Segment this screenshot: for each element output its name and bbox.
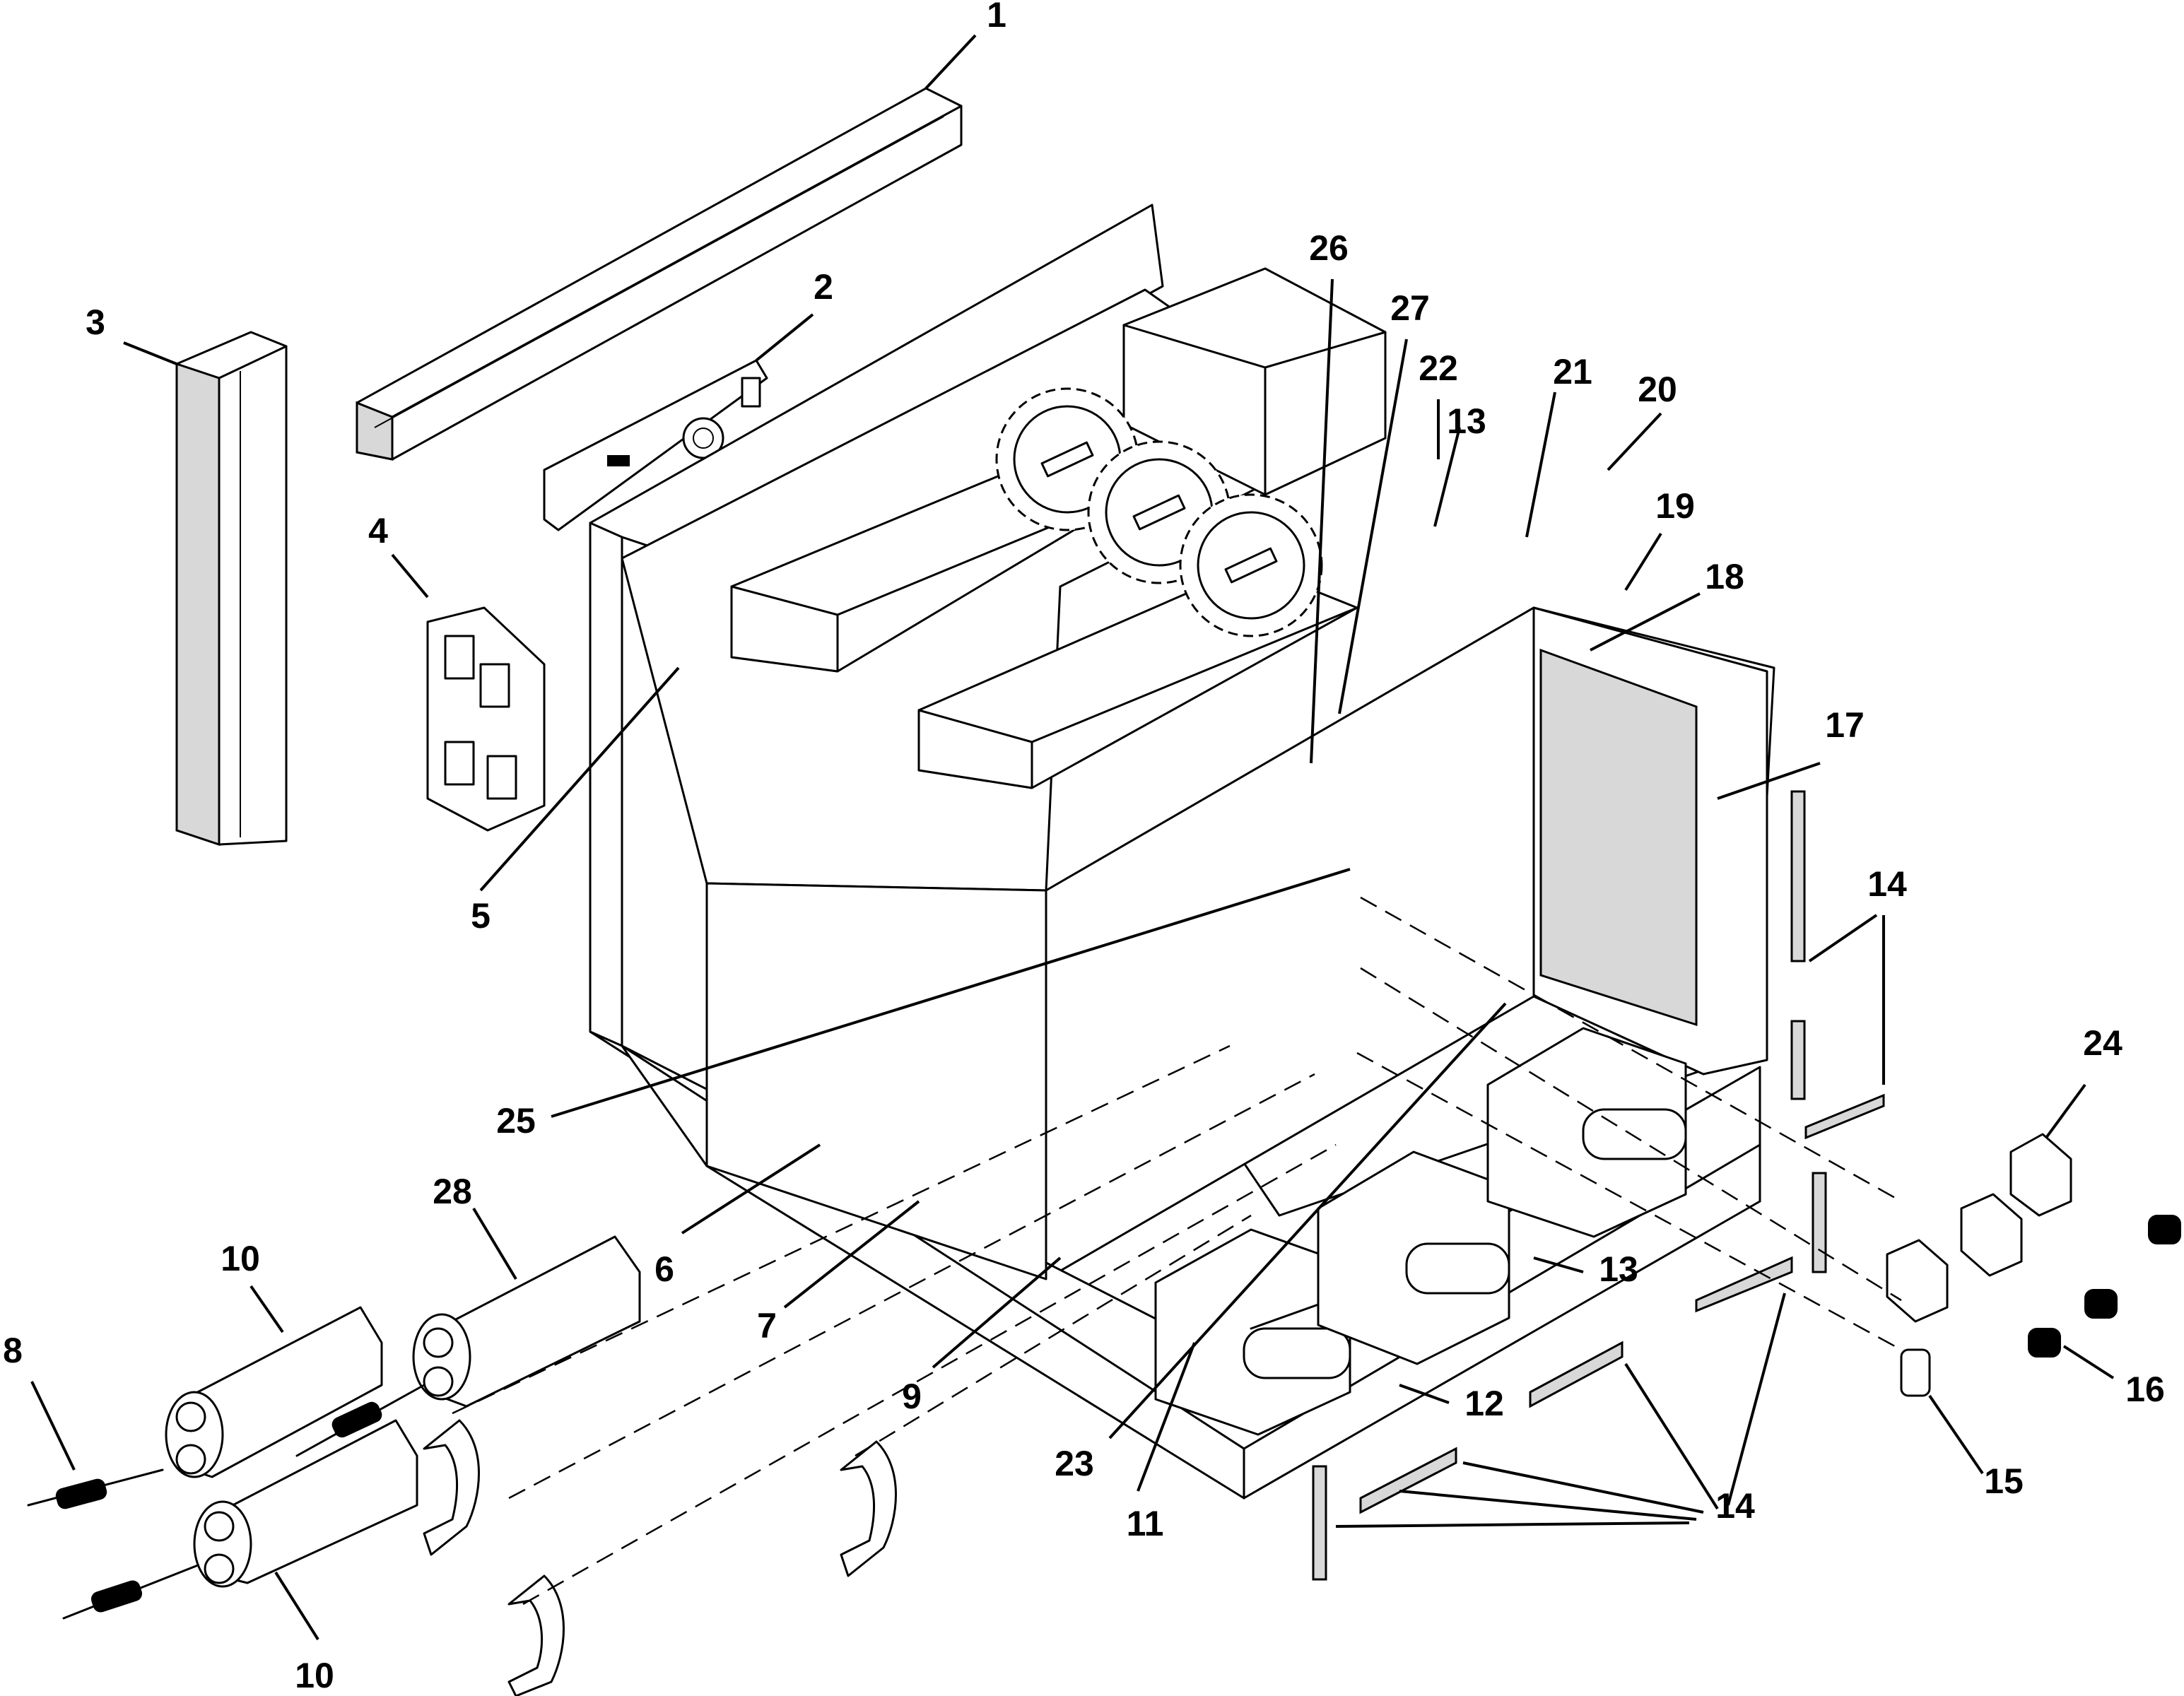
part-2-control-bracket	[543, 359, 768, 531]
magnetron-box	[1122, 267, 1387, 496]
part-10-capacitor-lower	[193, 1419, 418, 1588]
callout-10a: 10	[221, 1239, 260, 1278]
callout-22: 22	[1419, 348, 1458, 388]
part-8-diodes	[27, 1384, 425, 1620]
callout-13b: 13	[1599, 1249, 1638, 1289]
part-3-side-trim	[175, 331, 288, 847]
part-10-capacitor-upper	[165, 1306, 383, 1478]
callout-6: 6	[654, 1249, 674, 1289]
callout-14a: 14	[1867, 864, 1907, 904]
callout-11: 11	[1127, 1504, 1164, 1543]
callout-8: 8	[3, 1331, 23, 1370]
assembly-dashed-lines	[452, 896, 1902, 1606]
callout-10b: 10	[295, 1656, 334, 1695]
part-24-16-plugs	[1886, 1133, 2181, 1397]
callout-17: 17	[1825, 705, 1865, 745]
callout-4: 4	[368, 511, 388, 550]
part-28-capacitor	[412, 1235, 641, 1408]
leader-lines	[30, 34, 2115, 1641]
callout-28: 28	[433, 1172, 472, 1211]
callout-7: 7	[757, 1306, 777, 1345]
callout-15: 15	[1984, 1461, 2024, 1501]
callout-27: 27	[1390, 288, 1430, 328]
callout-18: 18	[1705, 557, 1744, 596]
callout-19: 19	[1655, 486, 1695, 526]
callout-26: 26	[1309, 228, 1349, 268]
callout-2: 2	[814, 267, 833, 307]
callout-3: 3	[86, 302, 105, 342]
part-14-strips	[1312, 790, 1885, 1581]
callout-1: 1	[987, 0, 1006, 35]
callout-labels: 1 2 3 4 5 6 7 8 9 10 10 11 12 13 13 14 1…	[3, 0, 2165, 1695]
part-4-terminal-block	[426, 606, 546, 832]
callout-9: 9	[902, 1377, 922, 1416]
callout-20: 20	[1638, 370, 1677, 409]
callout-25: 25	[496, 1101, 536, 1141]
callout-16: 16	[2125, 1370, 2165, 1409]
callout-24: 24	[2083, 1023, 2123, 1063]
capacitor-clamps	[423, 1419, 897, 1696]
callout-12: 12	[1464, 1384, 1504, 1423]
callout-5: 5	[471, 896, 491, 936]
callout-14b: 14	[1715, 1486, 1755, 1526]
part-11-transformers	[1154, 1027, 1687, 1436]
callout-13a: 13	[1447, 401, 1486, 441]
callout-23: 23	[1055, 1444, 1094, 1483]
stirrer-gears	[995, 387, 1323, 637]
callout-21: 21	[1553, 352, 1592, 391]
